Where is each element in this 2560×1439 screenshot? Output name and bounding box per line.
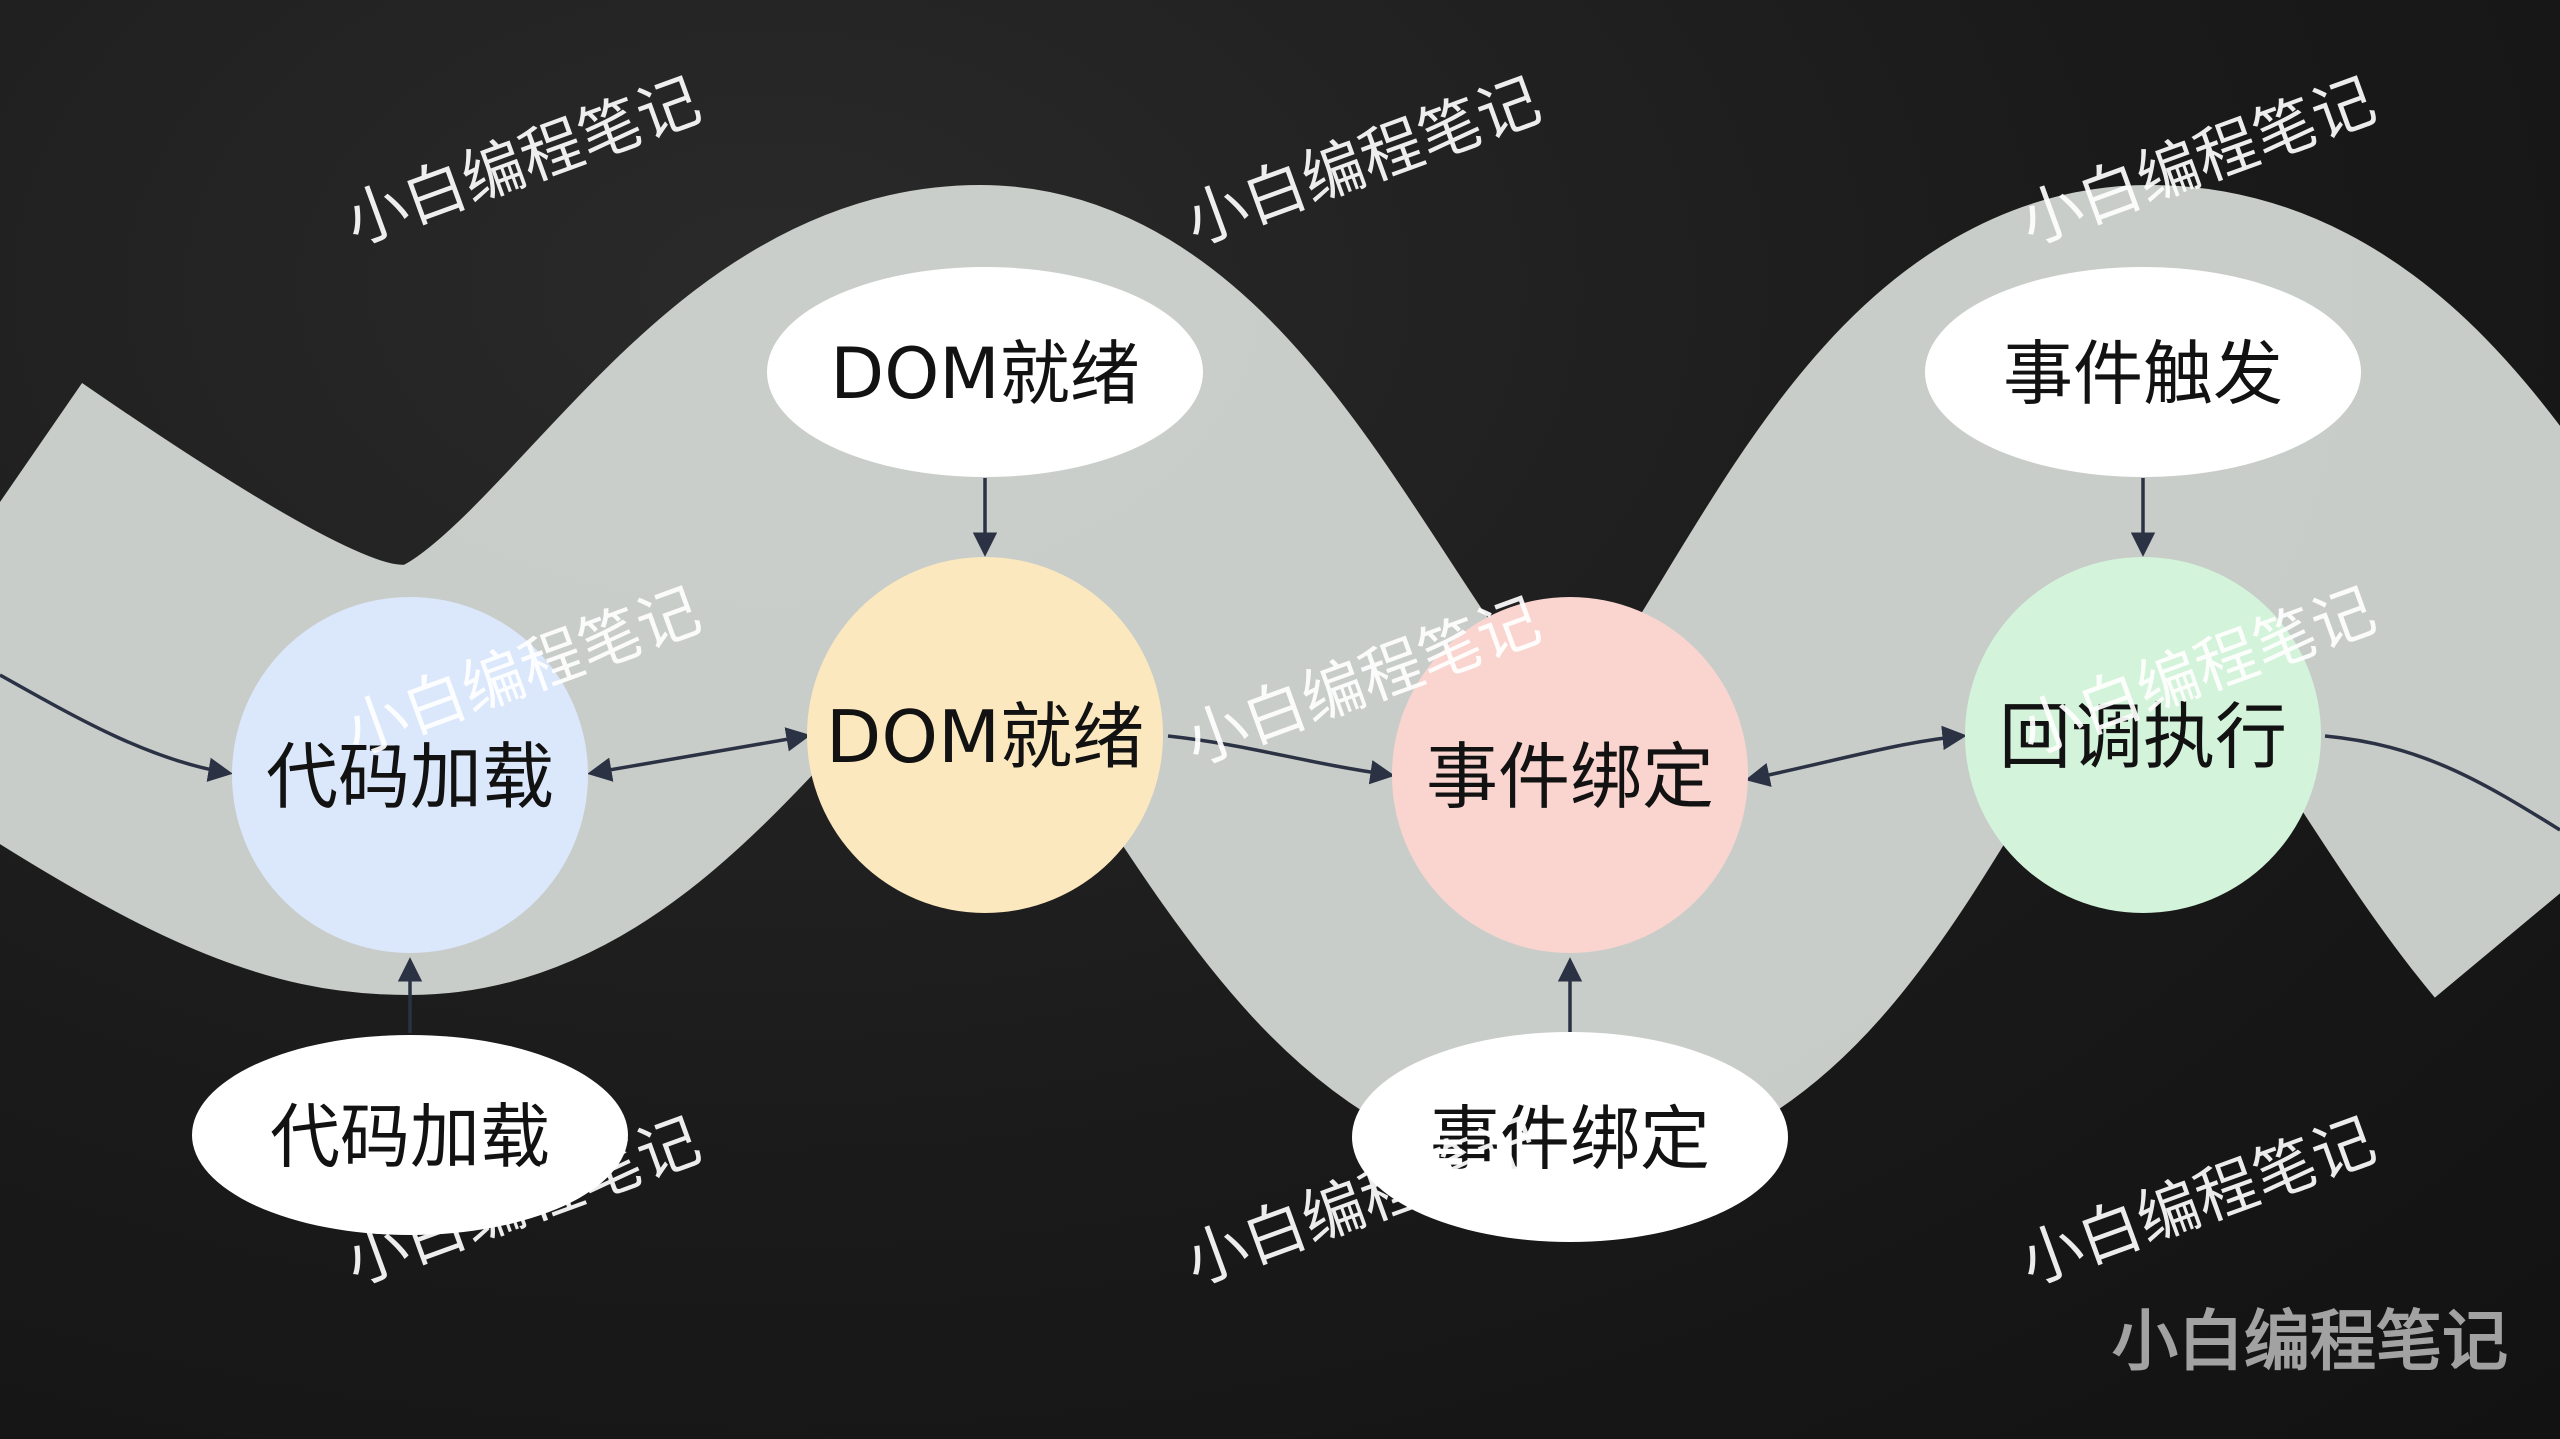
side-node-trigger-label: 事件触发 bbox=[2003, 333, 2283, 415]
side-node-load-ellipse bbox=[192, 1035, 628, 1235]
corner-watermark: 小白编程笔记 bbox=[2112, 1303, 2508, 1380]
exit-curve bbox=[2324, 734, 2560, 832]
node-bind-circle bbox=[1392, 597, 1748, 953]
node-load-circle bbox=[232, 597, 588, 953]
side-node-load: 代码加载 bbox=[192, 1035, 628, 1235]
node-dom-label: DOM就绪 bbox=[826, 695, 1144, 779]
side-node-trigger-ellipse bbox=[1925, 267, 2361, 477]
watermark-1: 小白编程笔记 bbox=[335, 63, 710, 259]
side-node-bind-ellipse bbox=[1352, 1032, 1788, 1242]
node-load-label: 代码加载 bbox=[266, 735, 554, 819]
node-callback-label: 回调执行 bbox=[1999, 695, 2287, 779]
node-callback-circle bbox=[1965, 557, 2321, 913]
side-node-trigger: 事件触发 bbox=[1925, 267, 2361, 477]
dom-bind-arrow bbox=[1167, 734, 1395, 785]
side-node-bind: 事件绑定 bbox=[1352, 1032, 1788, 1242]
node-callback: 回调执行 bbox=[1965, 557, 2321, 913]
node-load: 代码加载 bbox=[232, 597, 588, 953]
side-node-dom-ellipse bbox=[767, 267, 1203, 477]
watermark-2: 小白编程笔记 bbox=[1175, 63, 1550, 259]
side-node-dom: DOM就绪 bbox=[767, 267, 1203, 477]
bind-callback-arrow bbox=[1745, 725, 1967, 787]
node-bind: 事件绑定 bbox=[1392, 597, 1748, 953]
side-node-dom-label: DOM就绪 bbox=[830, 333, 1139, 415]
node-dom: DOM就绪 bbox=[807, 557, 1163, 913]
side-node-bind-label: 事件绑定 bbox=[1430, 1098, 1710, 1180]
load-dom-arrow bbox=[587, 727, 811, 782]
node-bind-label: 事件绑定 bbox=[1426, 735, 1714, 819]
side-node-load-label: 代码加载 bbox=[270, 1096, 550, 1178]
entry-arrow bbox=[0, 673, 233, 782]
watermark-9: 小白编程笔记 bbox=[2010, 1103, 2385, 1299]
node-dom-circle bbox=[807, 557, 1163, 913]
